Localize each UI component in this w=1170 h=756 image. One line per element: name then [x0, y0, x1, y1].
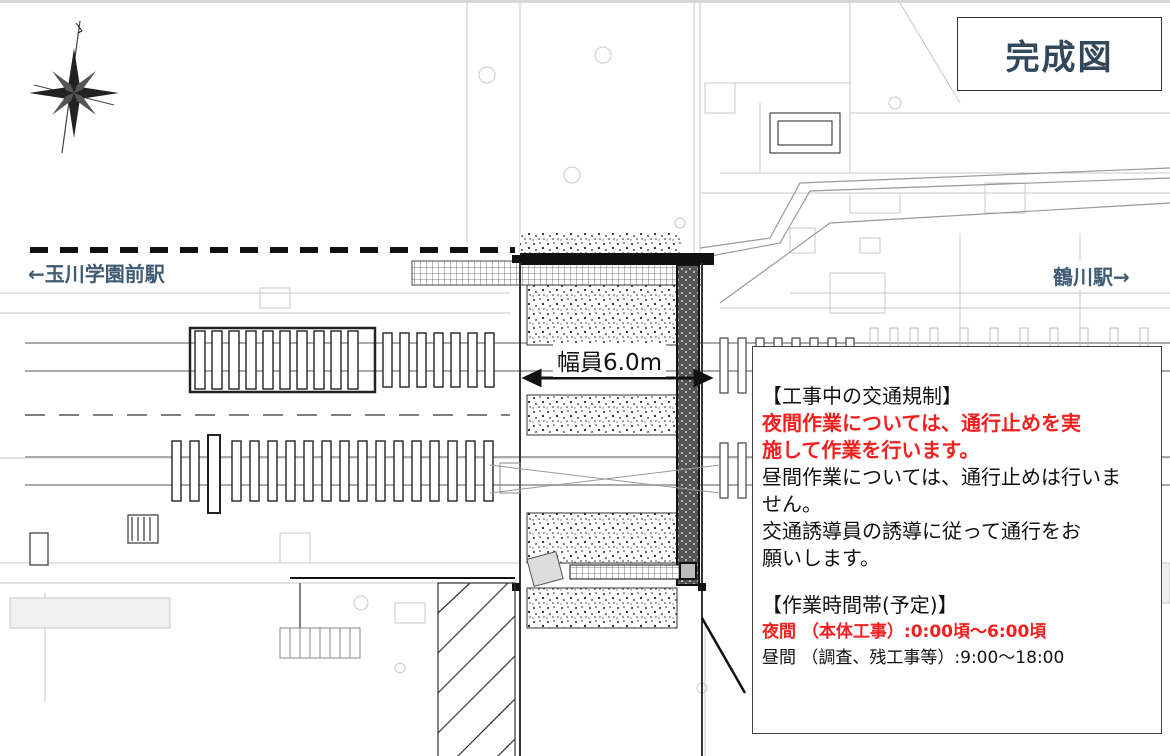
station-label-right: 鶴川駅→: [1053, 261, 1130, 290]
guide-notice-line-2: 願いします。: [762, 546, 880, 570]
page-title: 完成図: [1005, 37, 1114, 78]
schedule-heading: 【作業時間帯(予定)】: [762, 593, 958, 617]
day-notice-line-1: 昼間作業については、通行止めは行いま: [762, 465, 1121, 489]
hatched-area: [290, 577, 516, 756]
night-notice-line-2: 施して作業を行います。: [762, 438, 980, 462]
schedule-day: 昼間 （調査、残工事等）:9:00～18:00: [762, 648, 1065, 668]
stairs: [279, 627, 361, 659]
traffic-heading: 【工事中の交通規制】: [762, 384, 962, 408]
crossing-structure: [489, 233, 721, 756]
sleepers-track-2: [171, 434, 494, 514]
bottom-right-line: [700, 617, 747, 694]
night-notice-line-1: 夜間作業については、通行止めを実: [762, 411, 1081, 435]
title-box: 完成図: [957, 17, 1162, 91]
day-notice-line-2: せん。: [762, 492, 822, 516]
road-upper-right: [699, 167, 1170, 304]
station-label-left: ←玉川学園前駅: [28, 258, 165, 287]
spacer: [762, 572, 1161, 592]
info-panel: 【工事中の交通規制】 夜間作業については、通行止めを実 施して作業を行います。 …: [752, 346, 1162, 734]
road-width-label: 幅員6.0m: [553, 343, 666, 377]
width-dimension-arrow: [521, 368, 714, 388]
schedule-night: 夜間 （本体工事）:0:00頃～6:00頃: [762, 622, 1047, 642]
compass-rose: [29, 20, 119, 154]
sleepers-track-1: [188, 326, 495, 394]
left-structures: [29, 514, 159, 566]
guide-notice-line-1: 交通誘導員の誘導に従って通行をお: [762, 519, 1081, 543]
